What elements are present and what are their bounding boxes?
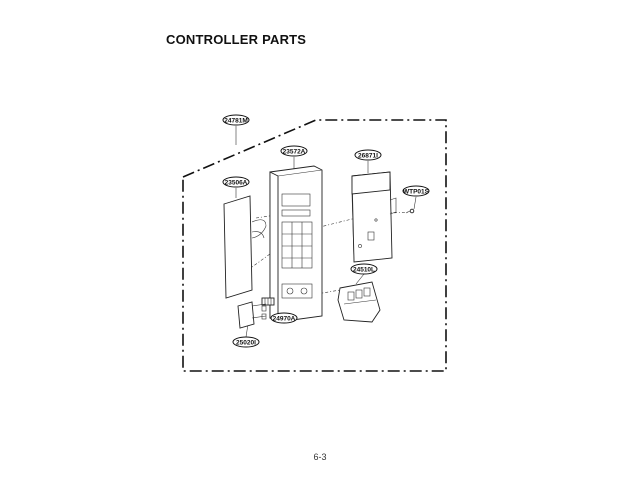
keypad-grid bbox=[281, 221, 313, 269]
callout-23572A: 23572A bbox=[280, 145, 308, 157]
callout-24970A: 24970A bbox=[270, 312, 298, 324]
part-membrane-sheet bbox=[223, 195, 267, 299]
svg-text:26871I: 26871I bbox=[358, 153, 378, 160]
svg-text:25020I: 25020I bbox=[236, 340, 256, 347]
part-control-panel bbox=[269, 165, 323, 323]
callout-WTP01S: WTP01S bbox=[402, 185, 430, 197]
part-latch-bracket bbox=[337, 281, 381, 323]
callout-26871I: 26871I bbox=[354, 149, 382, 161]
part-screw bbox=[405, 208, 415, 214]
callout-23506A: 23506A bbox=[222, 176, 250, 188]
page-title: CONTROLLER PARTS bbox=[166, 32, 307, 47]
svg-text:WTP01S: WTP01S bbox=[403, 189, 430, 196]
svg-text:24510L: 24510L bbox=[353, 267, 375, 274]
part-door-button bbox=[237, 301, 267, 329]
callout-24781M: 24781M bbox=[222, 114, 250, 126]
callout-24510L: 24510L bbox=[350, 263, 378, 275]
svg-text:23572A: 23572A bbox=[283, 149, 306, 156]
page-number: 6-3 bbox=[313, 452, 327, 462]
callout-25020I: 25020I bbox=[232, 336, 260, 348]
part-pcb bbox=[351, 171, 397, 263]
assembly-boundary bbox=[182, 119, 447, 372]
svg-text:24970A: 24970A bbox=[273, 316, 296, 323]
svg-text:23506A: 23506A bbox=[225, 180, 248, 187]
svg-text:24781M: 24781M bbox=[224, 118, 248, 125]
part-spring bbox=[261, 297, 275, 306]
